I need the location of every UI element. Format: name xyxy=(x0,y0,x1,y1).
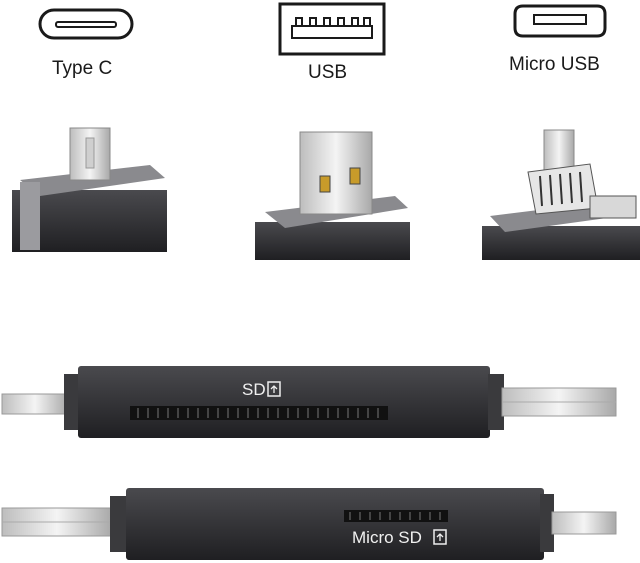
micro-usb-port-icon xyxy=(513,4,607,38)
sd-label: SD xyxy=(242,380,266,399)
type-c-connector-photo xyxy=(12,127,167,252)
usb-c-port-icon xyxy=(38,8,134,40)
usb-a-connector-photo xyxy=(255,131,410,260)
type-c-label: Type C xyxy=(52,58,113,79)
micro-usb-connector-photo xyxy=(482,129,640,260)
micro-usb-label: Micro USB xyxy=(509,54,600,75)
micro-sd-label: Micro SD xyxy=(352,528,422,547)
usb-label: USB xyxy=(308,62,348,83)
usb-a-port-icon xyxy=(278,2,386,56)
